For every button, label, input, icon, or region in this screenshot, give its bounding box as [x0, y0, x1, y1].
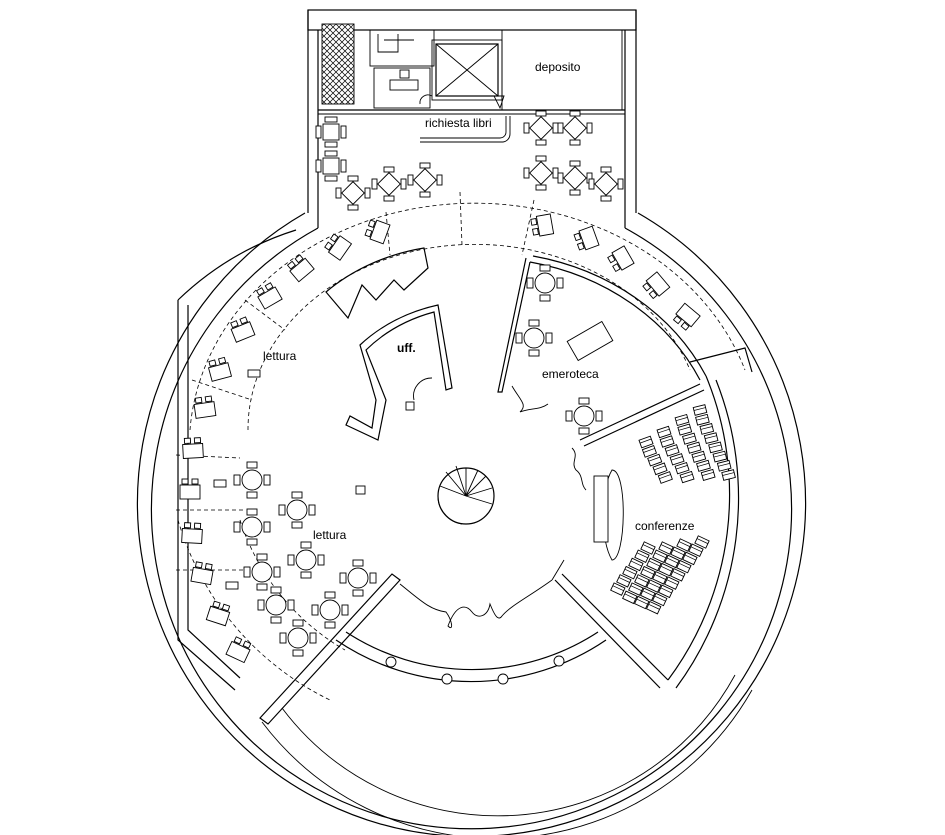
- emeroteca-desks: [530, 213, 701, 332]
- foyer: [259, 559, 607, 725]
- round-tables: [233, 264, 603, 657]
- label-lettura-bottom: lettura: [313, 528, 347, 542]
- reading-desks-outer: [179, 217, 391, 664]
- label-lettura-top: lettura: [263, 349, 297, 363]
- label-emeroteca: emeroteca: [542, 367, 599, 381]
- label-conferenze: conferenze: [635, 519, 695, 533]
- spiral-staircase-icon: [437, 465, 495, 525]
- outer-ring: [261, 674, 753, 835]
- outer-wall: [136, 212, 807, 835]
- reading-partition: [177, 229, 429, 691]
- label-uff: uff.: [397, 341, 416, 355]
- inner-rings: [175, 191, 746, 701]
- office-room: [345, 304, 453, 441]
- label-richiesta-libri: richiesta libri: [425, 116, 492, 130]
- auditorium: [554, 375, 740, 689]
- auditorium-seating: [610, 404, 736, 615]
- emeroteca-walls: [497, 255, 753, 491]
- label-deposito: deposito: [535, 60, 581, 74]
- service-block: [307, 9, 637, 228]
